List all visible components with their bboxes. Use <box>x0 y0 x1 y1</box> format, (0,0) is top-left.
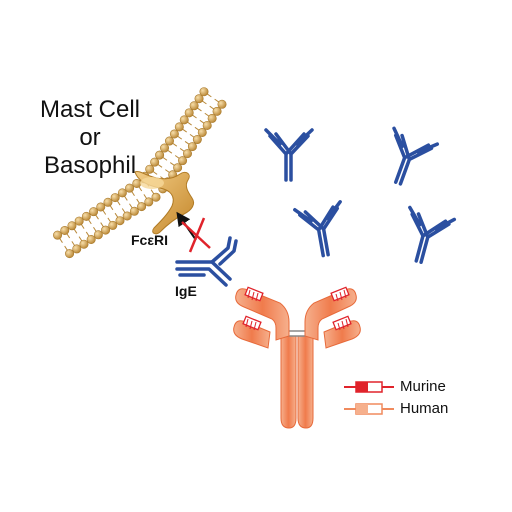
membrane-bead <box>179 115 189 125</box>
free-ige-molecule <box>264 128 314 182</box>
membrane-bead <box>173 163 183 173</box>
cell-type-label: Mast Cell or Basophil <box>20 96 160 180</box>
membrane-bead <box>178 156 188 166</box>
membrane-bead <box>164 136 174 146</box>
membrane-bead <box>217 99 227 109</box>
membrane-bead <box>194 94 204 104</box>
membrane-bead <box>155 150 165 160</box>
legend-murine-label: Murine <box>400 378 446 395</box>
membrane-bead <box>117 188 127 198</box>
membrane-bead <box>169 129 179 139</box>
membrane-bead <box>125 183 135 193</box>
membrane-bead <box>174 122 184 132</box>
membrane-bead <box>129 206 139 216</box>
membrane-bead <box>160 143 170 153</box>
free-ige-molecule <box>293 200 342 258</box>
membrane-bead <box>122 211 132 221</box>
membrane-bead <box>79 239 89 249</box>
membrane-bead <box>150 157 160 167</box>
membrane-bead <box>53 230 63 240</box>
membrane-bead <box>187 142 197 152</box>
membrane-bead <box>189 101 199 111</box>
membrane-bead <box>86 234 96 244</box>
ige-bound <box>175 236 238 287</box>
humanized-antibody <box>233 286 361 429</box>
free-ige-molecule <box>392 126 440 186</box>
cell-label-line3: Basophil <box>43 152 137 179</box>
membrane-bead <box>110 193 120 203</box>
membrane-bead <box>101 225 111 235</box>
membrane-bead <box>74 216 84 226</box>
membrane-bead <box>93 230 103 240</box>
free-ige-molecule <box>408 205 457 265</box>
legend-human-label: Human <box>400 400 449 417</box>
membrane-bead <box>202 120 212 130</box>
membrane-bead <box>65 249 75 259</box>
membrane-bead <box>96 202 106 212</box>
membrane-bead <box>89 207 99 217</box>
membrane-bead <box>132 178 142 188</box>
membrane-bead <box>192 135 202 145</box>
membrane-bead <box>144 197 154 207</box>
membrane-bead <box>108 220 118 230</box>
free-ige-group <box>264 126 457 265</box>
membrane-bead <box>115 216 125 226</box>
receptor-label: FcεRI <box>131 232 168 248</box>
membrane-bead <box>184 108 194 118</box>
ige-label: IgE <box>175 283 197 299</box>
membrane-bead <box>60 225 70 235</box>
blocked-x-icon <box>181 217 211 253</box>
membrane-bead <box>137 202 147 212</box>
membrane-bead <box>182 149 192 159</box>
cell-membrane <box>53 87 227 259</box>
membrane-bead <box>212 106 222 116</box>
membrane-bead <box>67 221 77 231</box>
membrane-bead <box>199 87 209 97</box>
cell-label-line2: or <box>79 124 101 151</box>
membrane-bead <box>81 211 91 221</box>
membrane-bead <box>72 244 82 254</box>
legend-murine-symbol <box>344 381 394 393</box>
membrane-bead <box>151 192 161 202</box>
legend-human-symbol <box>344 403 394 415</box>
membrane-bead <box>197 127 207 137</box>
membrane-bead <box>103 197 113 207</box>
cell-label-line1: Mast Cell <box>39 96 141 123</box>
membrane-bead <box>145 164 155 174</box>
membrane-bead <box>207 113 217 123</box>
